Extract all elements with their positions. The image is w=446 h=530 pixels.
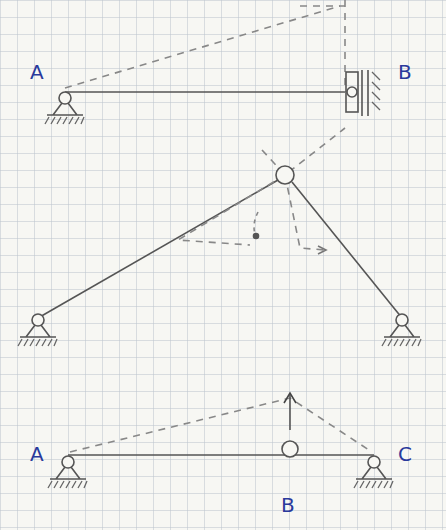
pin-support — [45, 92, 84, 124]
pin-support — [354, 456, 393, 488]
pin-support — [48, 456, 87, 488]
point-label: B — [398, 62, 412, 82]
point-label: C — [398, 444, 412, 464]
pin-support — [18, 314, 57, 346]
hinged-beam — [68, 393, 374, 457]
top-beam — [65, 0, 380, 116]
point-label: B — [281, 495, 295, 515]
point-label: A — [30, 62, 44, 82]
two-bar-frame — [38, 128, 402, 318]
point-label: A — [30, 444, 44, 464]
pin-support — [382, 314, 421, 346]
